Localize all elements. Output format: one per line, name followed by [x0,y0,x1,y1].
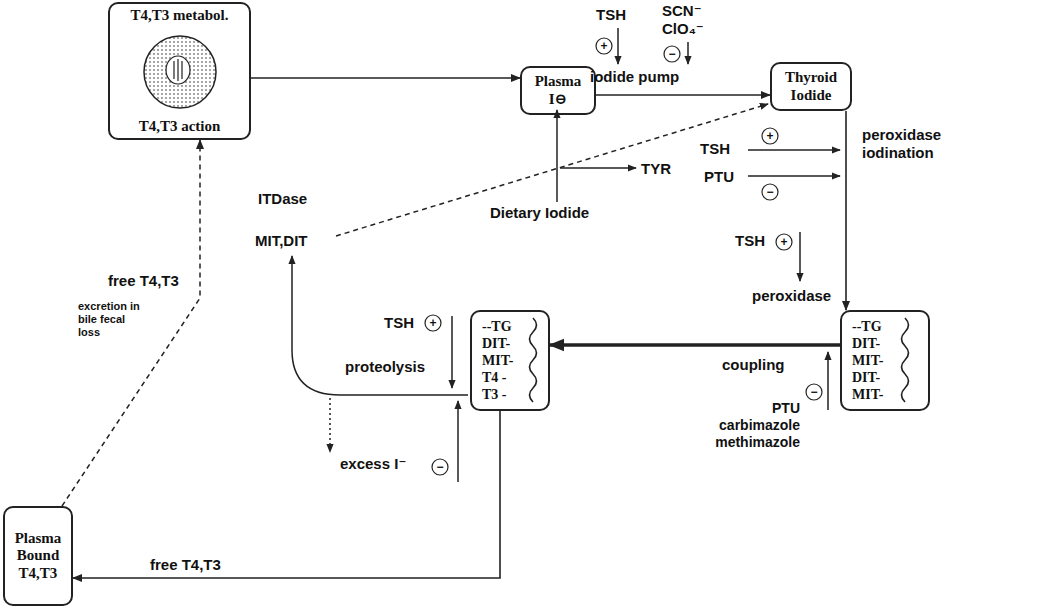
iodide-release-arrow [329,398,331,452]
node-text: MIT- [852,352,883,369]
sign-symbol: − [766,186,773,198]
sign-circle [806,384,822,400]
product-label: TYR [641,160,671,178]
node-text: DIT- [852,335,880,352]
hormone-label: TSH [596,6,626,24]
recycling-arrow [336,104,768,236]
hormone-label: TSH [700,140,730,158]
drug-label: PTU carbimazole methimazole [715,400,800,450]
node-text: T4,T3 action [139,118,221,135]
thyroglobulin-chain [902,318,909,402]
sign-circle [776,234,792,250]
node-text: MIT- [482,352,513,369]
drug-label: PTU [704,168,734,186]
sign-symbol: + [766,130,773,142]
thyroglobulin-chain [530,318,537,402]
node-text: --TG [852,318,882,335]
sign-symbol: − [436,461,443,473]
enzyme-label: ITDase [258,190,307,208]
sign-circle [664,46,680,62]
cell-nucleus [166,56,190,84]
dietary-arrow [556,110,558,202]
source-label: Dietary Iodide [490,204,589,222]
hormone-label: TSH [735,232,765,250]
inhibition-arrow [748,175,840,177]
nucleus-marks [174,59,182,81]
edge-label: free T4,T3 [108,272,179,290]
enzyme-label: peroxidase [752,287,831,305]
stimulus-arrow [799,232,801,281]
node-text: DIT- [482,335,510,352]
node-text: Thyroid Iodide [785,69,837,104]
thyroglobulin-box: --TGDIT-MIT-DIT-MIT- [840,310,930,411]
node-text: Plasma Bound T4,T3 [15,530,62,582]
flow-arrow [251,77,520,79]
node-text: --TG [482,318,512,335]
plasma-bound-box: Plasma Bound T4,T3 [3,506,73,606]
inhibitor-label: SCN⁻ [662,2,702,20]
thyroid-iodide-box: Thyroid Iodide [770,62,852,111]
process-label: proteolysis [345,358,425,376]
sign-circle [425,315,441,331]
node-text: Plasma I⊖ [535,73,582,108]
sign-symbol: + [780,236,787,248]
node-text: T4,T3 metabol. [131,7,229,24]
tyrosine-arrow [560,167,636,169]
stimulus-arrow [617,28,619,64]
node-text: T3 - [482,386,507,403]
inhibition-arrow [687,42,689,64]
stimulus-arrow [748,149,840,151]
node-text: MIT- [852,386,883,403]
sign-circle [596,38,612,54]
edge-label: iodide pump [590,68,679,86]
inhibition-arrow [457,401,459,482]
plasma-iodide-box: Plasma I⊖ [520,66,596,115]
proteolysis-arrow [292,256,468,395]
cell-body [144,36,216,108]
note-label: excretion in bile fecal loss [78,300,144,339]
stimulus-arrow [451,316,453,388]
sign-circle [762,128,778,144]
hormone-action-box: T4,T3 metabol. T4,T3 action [108,2,251,140]
node-text: T4 - [482,369,507,386]
sign-symbol: + [429,317,436,329]
sign-circle [762,184,778,200]
coupling-arrow [550,343,840,347]
release-arrow [73,411,500,578]
hormone-label: TSH [384,314,414,332]
transport-arrow [62,140,200,506]
product-label: excess I⁻ [340,455,406,473]
sign-symbol: + [600,40,607,52]
edge-label: peroxidase iodination [862,126,941,162]
iodination-arrow [845,111,847,310]
inhibition-arrow [827,352,829,410]
product-label: MIT,DIT [255,232,308,250]
sign-symbol: − [810,386,817,398]
inhibitor-label: ClO₄⁻ [662,20,704,38]
thyroglobulin-box: --TGDIT-MIT-T4 -T3 - [470,310,550,411]
edge-label: coupling [722,356,785,374]
sign-circle [432,459,448,475]
pump-arrow [596,94,770,96]
node-text: DIT- [852,369,880,386]
sign-symbol: − [668,48,675,60]
cell-illustration [144,36,216,108]
edge-label: free T4,T3 [150,556,221,574]
